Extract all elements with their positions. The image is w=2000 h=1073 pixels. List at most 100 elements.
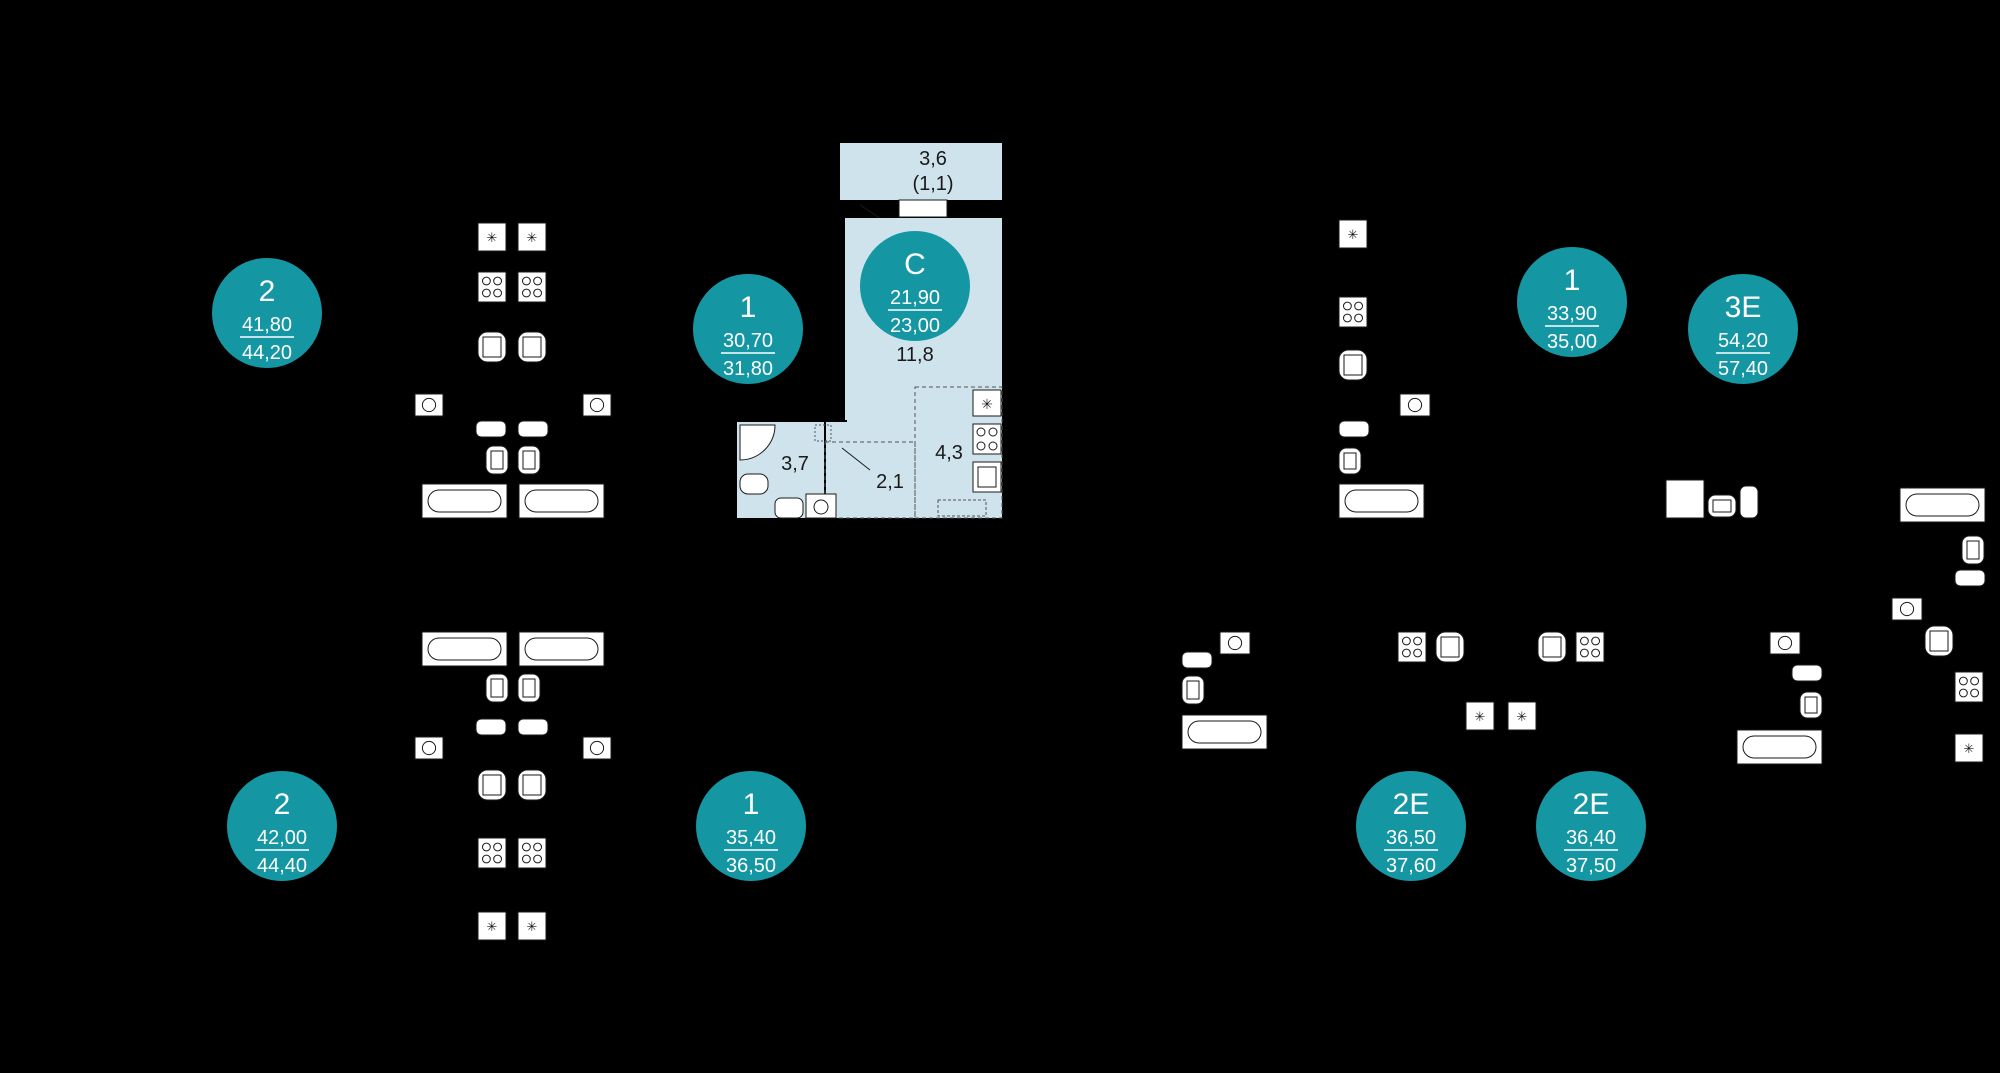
unit-badge-u2e-a[interactable]: 2E 36,50 37,60 bbox=[1356, 771, 1466, 881]
sink-icon bbox=[517, 673, 541, 703]
stove-icon bbox=[517, 271, 547, 303]
living-area-label: 54,20 bbox=[1718, 330, 1768, 352]
toilet-icon bbox=[1181, 651, 1213, 669]
washing-machine-icon bbox=[414, 393, 444, 417]
toilet-icon bbox=[517, 420, 549, 438]
washing-machine-icon bbox=[1891, 597, 1923, 621]
stove-icon bbox=[517, 837, 547, 869]
total-area-label: 37,60 bbox=[1386, 855, 1436, 877]
unit-type-label: 1 bbox=[740, 291, 757, 324]
sink-icon bbox=[485, 445, 509, 475]
bathtub-icon bbox=[518, 483, 605, 519]
fridge-icon: ✳ bbox=[477, 222, 507, 252]
svg-text:✳: ✳ bbox=[1348, 227, 1359, 242]
living-area-label: 21,90 bbox=[890, 287, 940, 309]
toilet-icon bbox=[517, 718, 549, 736]
radiator-gap bbox=[898, 199, 948, 218]
fridge-icon: ✳ bbox=[1338, 219, 1368, 249]
total-area-label: 37,50 bbox=[1566, 855, 1616, 877]
sink-icon bbox=[1707, 494, 1737, 518]
sink-icon bbox=[485, 673, 509, 703]
total-area-label: 44,20 bbox=[242, 342, 292, 364]
toilet-icon bbox=[1791, 664, 1823, 682]
unit-type-label: 2 bbox=[274, 788, 291, 821]
unit-badge-u1-bottom[interactable]: 1 35,40 36,50 bbox=[696, 771, 806, 881]
unit-badge-u1-top-right[interactable]: 1 33,90 35,00 bbox=[1517, 247, 1627, 357]
stove-icon bbox=[1397, 631, 1427, 663]
sink-icon bbox=[477, 769, 507, 801]
sink-icon bbox=[1961, 535, 1985, 565]
fixtures-right-block: ✳ ✳ ✳ ✳ bbox=[1181, 219, 1986, 765]
sink-icon bbox=[1338, 349, 1368, 381]
hall-pointer bbox=[841, 447, 871, 471]
fixtures-left-block: ✳✳✳✳ bbox=[414, 222, 612, 941]
toilet-icon bbox=[1954, 569, 1986, 587]
total-area-label: 44,40 bbox=[257, 855, 307, 877]
unit-type-label: 3E bbox=[1725, 291, 1762, 324]
svg-text:✳: ✳ bbox=[1517, 709, 1528, 724]
sink-icon bbox=[517, 331, 547, 363]
unit-badge-u1-top-left[interactable]: 1 30,70 31,80 bbox=[693, 274, 803, 384]
total-area-label: 36,50 bbox=[726, 855, 776, 877]
unit-type-label: C bbox=[904, 248, 926, 281]
balcony-area-label: 3,6 bbox=[919, 148, 947, 170]
svg-text:✳: ✳ bbox=[1964, 741, 1975, 756]
stove-icon bbox=[972, 423, 1002, 455]
svg-text:✳: ✳ bbox=[1475, 709, 1486, 724]
fridge-icon: ✳ bbox=[517, 911, 547, 941]
toilet-icon bbox=[1338, 420, 1370, 438]
sink-icon bbox=[517, 445, 541, 475]
bathtub-icon bbox=[421, 483, 508, 519]
stove-icon bbox=[477, 271, 507, 303]
washing-machine-icon bbox=[1399, 393, 1431, 417]
sink-icon bbox=[972, 461, 1002, 493]
unit-badge-studio[interactable]: C 21,90 23,00 bbox=[860, 231, 970, 341]
living-area-label: 33,90 bbox=[1547, 303, 1597, 325]
kitchen-area-label: 4,3 bbox=[935, 442, 963, 464]
vent-icon bbox=[814, 424, 832, 442]
cabinet-icon bbox=[937, 499, 987, 517]
sink-icon bbox=[1799, 691, 1823, 719]
fridge-icon: ✳ bbox=[972, 389, 1002, 417]
unit-badge-u3e[interactable]: 3E 54,20 57,40 bbox=[1688, 274, 1798, 384]
unit-badge-u2-top-left[interactable]: 2 41,80 44,20 bbox=[212, 258, 322, 368]
toilet-icon bbox=[475, 718, 507, 736]
living-area-label: 36,50 bbox=[1386, 827, 1436, 849]
unit-type-label: 2E bbox=[1393, 788, 1430, 821]
main-room-area-label: 11,8 bbox=[896, 344, 933, 366]
washing-machine-icon bbox=[582, 393, 612, 417]
stove-icon bbox=[1338, 296, 1368, 328]
unit-type-label: 2E bbox=[1573, 788, 1610, 821]
living-area-label: 30,70 bbox=[723, 330, 773, 352]
bathtub-icon bbox=[1338, 483, 1425, 519]
unit-type-label: 1 bbox=[743, 788, 760, 821]
sink-icon bbox=[1338, 447, 1362, 475]
bathtub-icon bbox=[1899, 487, 1986, 523]
living-area-label: 35,40 bbox=[726, 827, 776, 849]
living-area-label: 36,40 bbox=[1566, 827, 1616, 849]
sink-icon bbox=[517, 769, 547, 801]
unit-type-label: 1 bbox=[1564, 264, 1581, 297]
toilet-icon bbox=[739, 473, 769, 495]
bathtub-icon bbox=[518, 631, 605, 667]
stove-icon bbox=[1575, 631, 1605, 663]
sink-icon bbox=[774, 497, 804, 519]
unit-badge-u2-bottom-left[interactable]: 2 42,00 44,40 bbox=[227, 771, 337, 881]
unit-badge-u2e-b[interactable]: 2E 36,40 37,50 bbox=[1536, 771, 1646, 881]
fridge-icon: ✳ bbox=[1465, 701, 1495, 731]
fridge-icon: ✳ bbox=[1954, 733, 1984, 763]
total-area-label: 23,00 bbox=[890, 315, 940, 337]
fridge-icon: ✳ bbox=[1507, 701, 1537, 731]
living-area-label: 41,80 bbox=[242, 314, 292, 336]
hall-zone bbox=[824, 441, 916, 519]
toilet-icon bbox=[1739, 485, 1759, 519]
hall-area-label: 2,1 bbox=[876, 471, 904, 493]
bathtub-icon bbox=[1181, 714, 1268, 750]
shower-icon bbox=[739, 424, 776, 461]
sink-icon bbox=[1435, 631, 1465, 663]
sink-icon bbox=[477, 331, 507, 363]
unit-type-label: 2 bbox=[259, 275, 276, 308]
sink-icon bbox=[1924, 625, 1954, 657]
kitchen-zone bbox=[914, 386, 1003, 519]
